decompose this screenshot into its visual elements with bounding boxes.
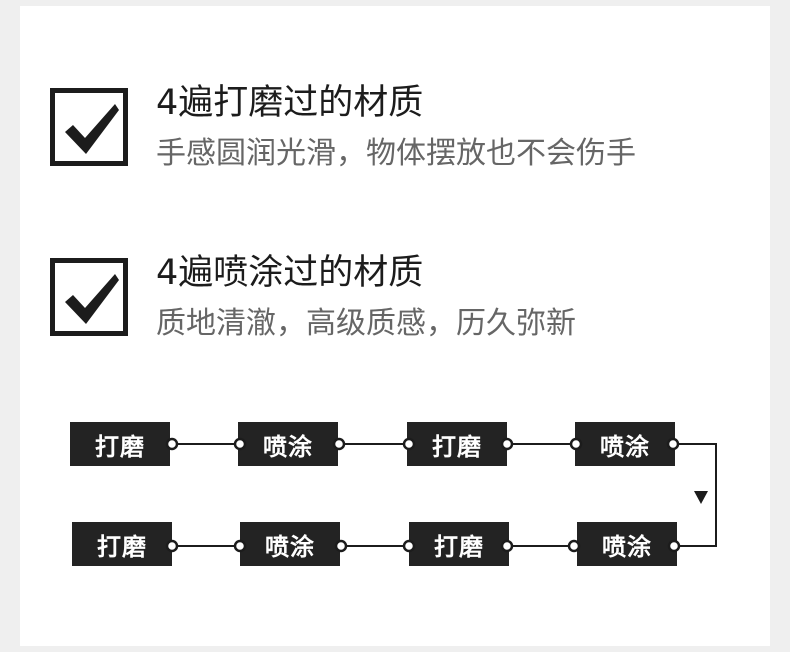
connector-dot (500, 437, 514, 451)
connector-line (673, 443, 717, 547)
checkbox-checked (50, 88, 128, 166)
step-label: 喷涂 (265, 532, 315, 561)
feature-title: 4遍打磨过的材质 (156, 83, 424, 123)
step-label: 打磨 (434, 532, 484, 561)
process-step: 打磨 (70, 422, 170, 466)
feature-subtitle: 手感圆润光滑，物体摆放也不会伤手 (156, 136, 636, 171)
step-label: 喷涂 (600, 432, 650, 461)
feature-subtitle: 质地清澈，高级质感，历久弥新 (156, 306, 576, 341)
feature-title: 4遍喷涂过的材质 (156, 253, 424, 293)
process-step: 喷涂 (238, 422, 338, 466)
process-step: 喷涂 (575, 422, 675, 466)
connector-dot (332, 437, 346, 451)
connector-dot (567, 539, 581, 553)
step-label: 打磨 (97, 532, 147, 561)
process-step: 打磨 (407, 422, 507, 466)
connector-dot (666, 437, 680, 451)
connector-dot (165, 437, 179, 451)
connector-dot (667, 539, 681, 553)
connector-dot (233, 539, 247, 553)
check-icon (65, 274, 119, 324)
process-step: 打磨 (72, 522, 172, 566)
connector-dot (500, 539, 514, 553)
step-label: 喷涂 (263, 432, 313, 461)
step-label: 打磨 (95, 432, 145, 461)
connector-dot (165, 539, 179, 553)
connector-dot (569, 437, 583, 451)
arrow-down-icon (694, 491, 708, 504)
checkbox-checked (50, 258, 128, 336)
connector-dot (233, 437, 247, 451)
step-label: 喷涂 (602, 532, 652, 561)
step-label: 打磨 (432, 432, 482, 461)
connector-dot (402, 539, 416, 553)
connector-dot (402, 437, 416, 451)
process-step: 打磨 (409, 522, 509, 566)
connector-dot (334, 539, 348, 553)
check-icon (65, 104, 119, 154)
process-step: 喷涂 (577, 522, 677, 566)
process-step: 喷涂 (240, 522, 340, 566)
